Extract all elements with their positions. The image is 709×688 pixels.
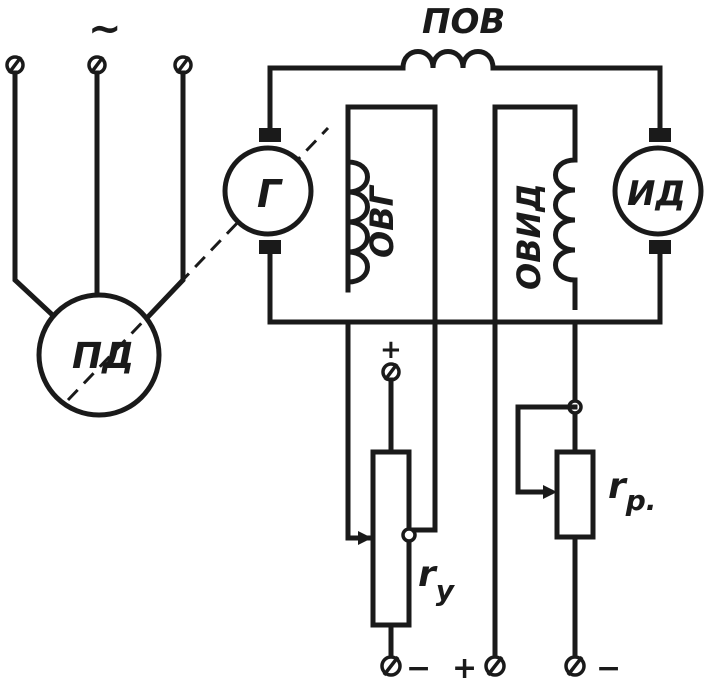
generator-brush-top bbox=[259, 128, 281, 142]
generator-circle bbox=[222, 145, 314, 237]
generator-field-coil bbox=[347, 159, 370, 285]
plus-top-label: + bbox=[380, 335, 402, 365]
drive-motor-brush-top bbox=[649, 128, 671, 142]
field-rheostat bbox=[515, 319, 596, 661]
generator bbox=[222, 128, 314, 254]
control-rheostat-slider bbox=[358, 531, 372, 545]
motor-field-label: ОВИД bbox=[510, 183, 548, 290]
field-rheostat-label: rр. bbox=[608, 466, 656, 517]
armature-loop bbox=[267, 65, 663, 325]
ac-symbol: ~ bbox=[88, 6, 122, 52]
generator-brush-bottom bbox=[259, 240, 281, 254]
series-field-label: ПОВ bbox=[422, 2, 505, 42]
supply-lines bbox=[12, 70, 186, 326]
bottom-minus-left-label: − bbox=[406, 651, 431, 686]
generator-label: Г bbox=[257, 172, 283, 216]
drive-motor bbox=[612, 128, 704, 254]
prime-motor bbox=[36, 292, 162, 418]
drive-motor-label: ИД bbox=[627, 174, 686, 214]
drive-motor-brush-bottom bbox=[649, 240, 671, 254]
field-rheostat-body bbox=[554, 449, 596, 540]
ac-supply-terminals bbox=[5, 55, 193, 75]
drive-motor-circle bbox=[612, 145, 704, 237]
motor-field-circuit bbox=[492, 104, 578, 661]
dc-supply-terminals bbox=[380, 655, 586, 677]
generator-field-circuit bbox=[345, 104, 438, 533]
series-field-winding bbox=[400, 49, 496, 69]
mechanical-coupling bbox=[66, 126, 330, 402]
control-rheostat-label: ry bbox=[418, 554, 456, 607]
motor-field-coil bbox=[553, 157, 578, 310]
field-rheostat-slider bbox=[543, 485, 557, 499]
bottom-plus-label: + bbox=[452, 651, 477, 686]
control-rheostat-junction bbox=[401, 527, 417, 543]
bottom-minus-right-label: − bbox=[596, 651, 621, 686]
control-rheostat bbox=[345, 319, 417, 661]
generator-field-label: ОВГ bbox=[363, 184, 401, 258]
